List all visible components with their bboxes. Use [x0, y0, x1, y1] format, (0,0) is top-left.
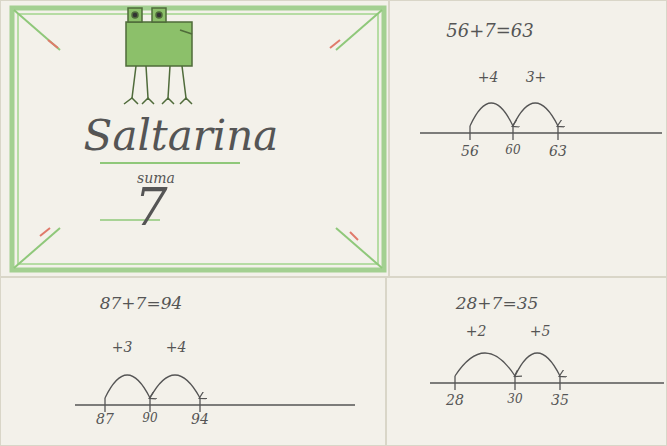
tick-number: 63: [549, 144, 567, 159]
big-number: 7: [134, 179, 167, 236]
tick-number: 35: [551, 393, 569, 408]
tick-number: 30: [507, 393, 522, 406]
cover-panel: Saltarinasuma7: [0, 0, 389, 277]
jump-label: +4: [166, 340, 187, 355]
tick-number: 28: [446, 393, 464, 408]
tick-number: 56: [461, 144, 479, 159]
tick-number: 90: [142, 412, 157, 425]
tick-number: 60: [505, 144, 520, 157]
tick-number: 87: [96, 412, 114, 427]
title-word: Saltarina: [84, 113, 279, 159]
equation: 56+7=63: [446, 21, 533, 41]
jump-label: +5: [530, 324, 551, 339]
equation: 87+7=94: [100, 294, 183, 313]
equation: 28+7=35: [456, 294, 539, 313]
jump-label: +4: [478, 70, 499, 85]
sum-panel: 28+7=35: [386, 277, 667, 446]
jump-label: +2: [466, 324, 487, 339]
jump-label: +3: [112, 340, 133, 355]
tick-number: 94: [191, 412, 209, 427]
sum-panel: 56+7=63: [389, 0, 667, 277]
jump-label: 3+: [526, 70, 547, 85]
